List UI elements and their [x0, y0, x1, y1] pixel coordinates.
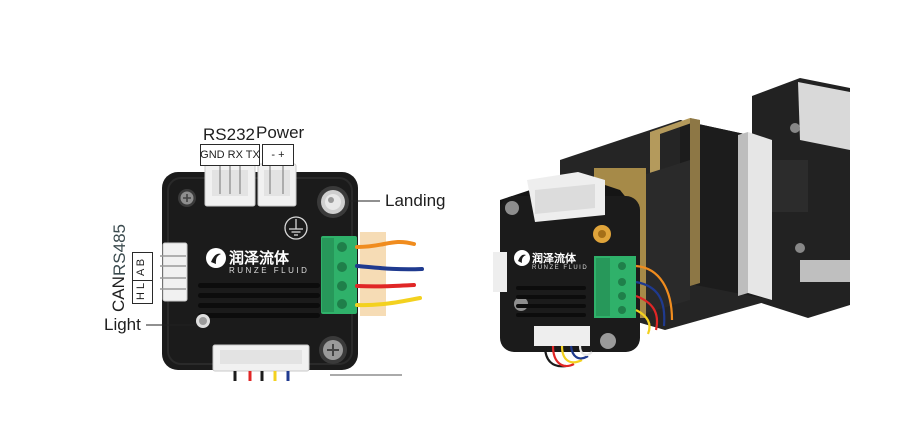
brand-name-pump: 润泽流体 [532, 252, 576, 265]
can-label: CAN [109, 276, 128, 312]
controller-board-front [146, 150, 424, 381]
can-pins-label: H L [135, 282, 147, 300]
board-body [162, 172, 358, 370]
rs485-label: RS485 [110, 224, 129, 276]
rs232-pins-box: GND RX TX [200, 144, 260, 166]
brand-subtitle-front: RUNZE FLUID [229, 266, 310, 275]
rs232-pins-label: GND RX TX [200, 149, 260, 161]
landing-label: Landing [385, 191, 446, 210]
power-pins-box: - + [262, 144, 294, 166]
ground-icon [284, 216, 308, 240]
can-rs485-connector [162, 242, 188, 302]
brand-name-front: 润泽流体 [229, 249, 290, 267]
assembled-pump [493, 78, 850, 368]
rs485-pins-box: A B [132, 252, 153, 282]
rs232-label: RS232 [203, 125, 255, 144]
rs485-pins-label: A B [135, 258, 147, 276]
can-pins-box: H L [132, 280, 153, 304]
light-label: Light [104, 315, 141, 334]
brand-subtitle-pump: RUNZE FLUID [532, 265, 589, 271]
power-label: Power [256, 123, 305, 142]
power-pins-label: - + [271, 149, 285, 161]
